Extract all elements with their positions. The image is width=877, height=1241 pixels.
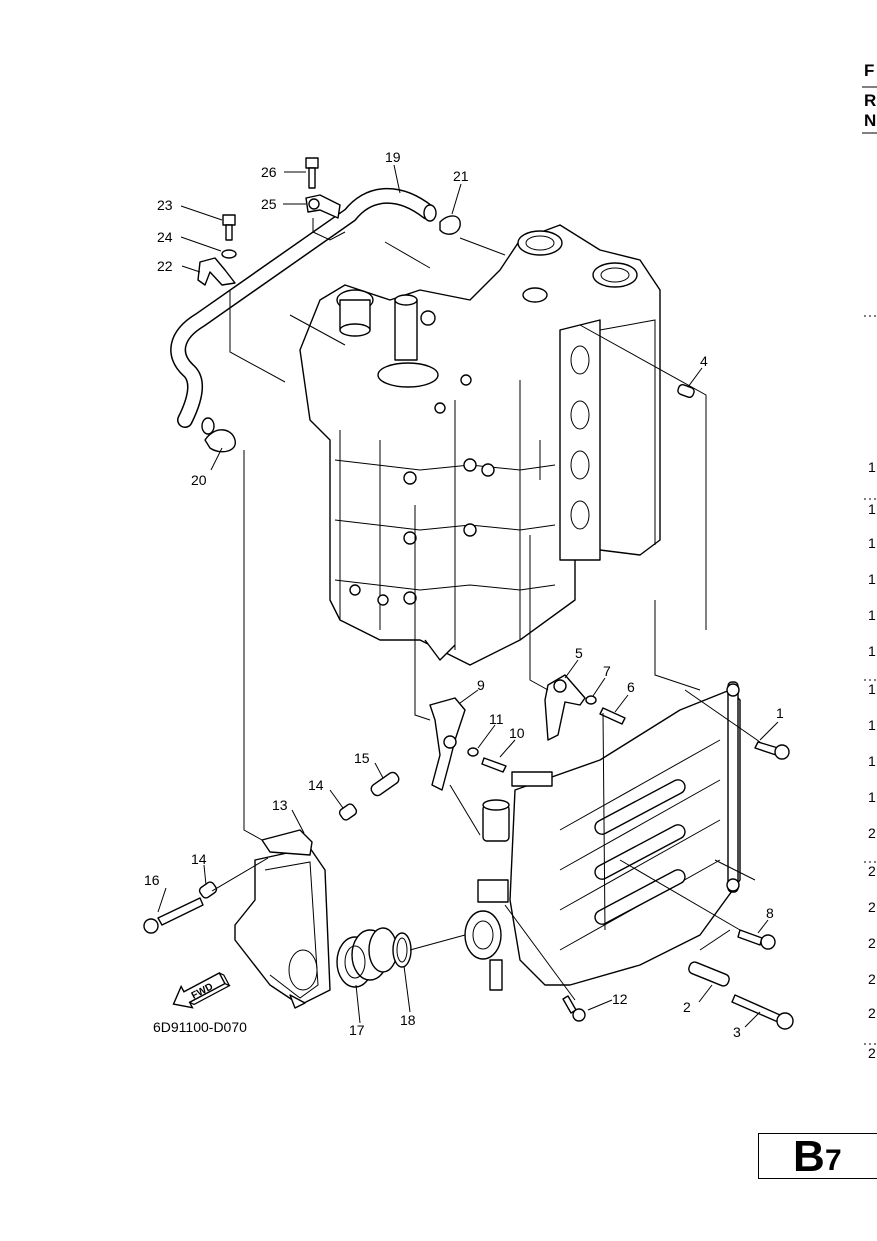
page-badge-letter: B bbox=[793, 1132, 825, 1181]
header-letter-r: R bbox=[864, 91, 876, 110]
callout-numbers: 1 2 3 4 5 6 7 8 9 10 11 12 13 14 15 14 1… bbox=[144, 149, 784, 1040]
header-letter-f: F bbox=[864, 61, 874, 80]
callout-24: 24 bbox=[157, 229, 173, 245]
callout-22: 22 bbox=[157, 258, 173, 274]
callout-19: 19 bbox=[385, 149, 401, 165]
callout-1: 1 bbox=[776, 705, 784, 721]
row-marker: 2 bbox=[868, 1005, 876, 1021]
callout-16: 16 bbox=[144, 872, 160, 888]
callout-26: 26 bbox=[261, 164, 277, 180]
row-marker: 2 bbox=[868, 935, 876, 951]
callout-23: 23 bbox=[157, 197, 173, 213]
engine-block-illustration bbox=[299, 224, 661, 666]
callout-3: 3 bbox=[733, 1024, 741, 1040]
callout-7: 7 bbox=[603, 663, 611, 679]
right-column-markers: 1 1 1 1 1 1 1 1 1 1 2 2 2 2 2 2 2 bbox=[864, 315, 877, 1061]
row-marker: 1 bbox=[868, 789, 876, 805]
callout-4: 4 bbox=[700, 353, 708, 369]
diagram-code: 6D91100-D070 bbox=[153, 1019, 247, 1035]
row-marker: 1 bbox=[868, 643, 876, 659]
callout-5: 5 bbox=[575, 645, 583, 661]
row-marker: 2 bbox=[868, 863, 876, 879]
callout-12: 12 bbox=[612, 991, 628, 1007]
row-marker: 1 bbox=[868, 571, 876, 587]
callout-13: 13 bbox=[272, 797, 288, 813]
row-marker: 2 bbox=[868, 825, 876, 841]
assembly-guide-lines bbox=[211, 218, 761, 1001]
row-marker: 2 bbox=[868, 899, 876, 915]
callout-18: 18 bbox=[400, 1012, 416, 1028]
hose-19-illustration bbox=[170, 187, 437, 435]
row-marker: 1 bbox=[868, 681, 876, 697]
row-marker: 1 bbox=[868, 459, 876, 475]
row-marker: 1 bbox=[868, 717, 876, 733]
header-letter-n: N bbox=[864, 111, 876, 130]
callout-10: 10 bbox=[509, 725, 525, 741]
row-marker: 1 bbox=[868, 607, 876, 623]
callout-11: 11 bbox=[489, 711, 504, 727]
page-badge-digit: 7 bbox=[825, 1144, 842, 1177]
page-badge: B 7 bbox=[758, 1132, 877, 1181]
row-marker: 1 bbox=[868, 501, 876, 517]
row-marker: 2 bbox=[868, 1045, 876, 1061]
callout-9: 9 bbox=[477, 677, 485, 693]
intake-manifold-illustration bbox=[464, 681, 741, 991]
callout-15: 15 bbox=[354, 750, 370, 766]
callout-6: 6 bbox=[627, 679, 635, 695]
fwd-label: FWD bbox=[190, 981, 215, 1001]
row-marker: 1 bbox=[868, 535, 876, 551]
callout-20: 20 bbox=[191, 472, 207, 488]
callout-21: 21 bbox=[453, 168, 469, 184]
fwd-arrow: FWD bbox=[172, 972, 231, 1009]
row-marker: 1 bbox=[868, 753, 876, 769]
intake-silencer-illustration bbox=[234, 847, 331, 1009]
callout-14: 14 bbox=[308, 777, 324, 793]
callout-25: 25 bbox=[261, 196, 277, 212]
callout-leaders bbox=[157, 164, 779, 1028]
row-marker: 2 bbox=[868, 971, 876, 987]
callout-2: 2 bbox=[683, 999, 691, 1015]
callout-8: 8 bbox=[766, 905, 774, 921]
callout-17: 17 bbox=[349, 1022, 365, 1038]
callout-14b: 14 bbox=[191, 851, 207, 867]
